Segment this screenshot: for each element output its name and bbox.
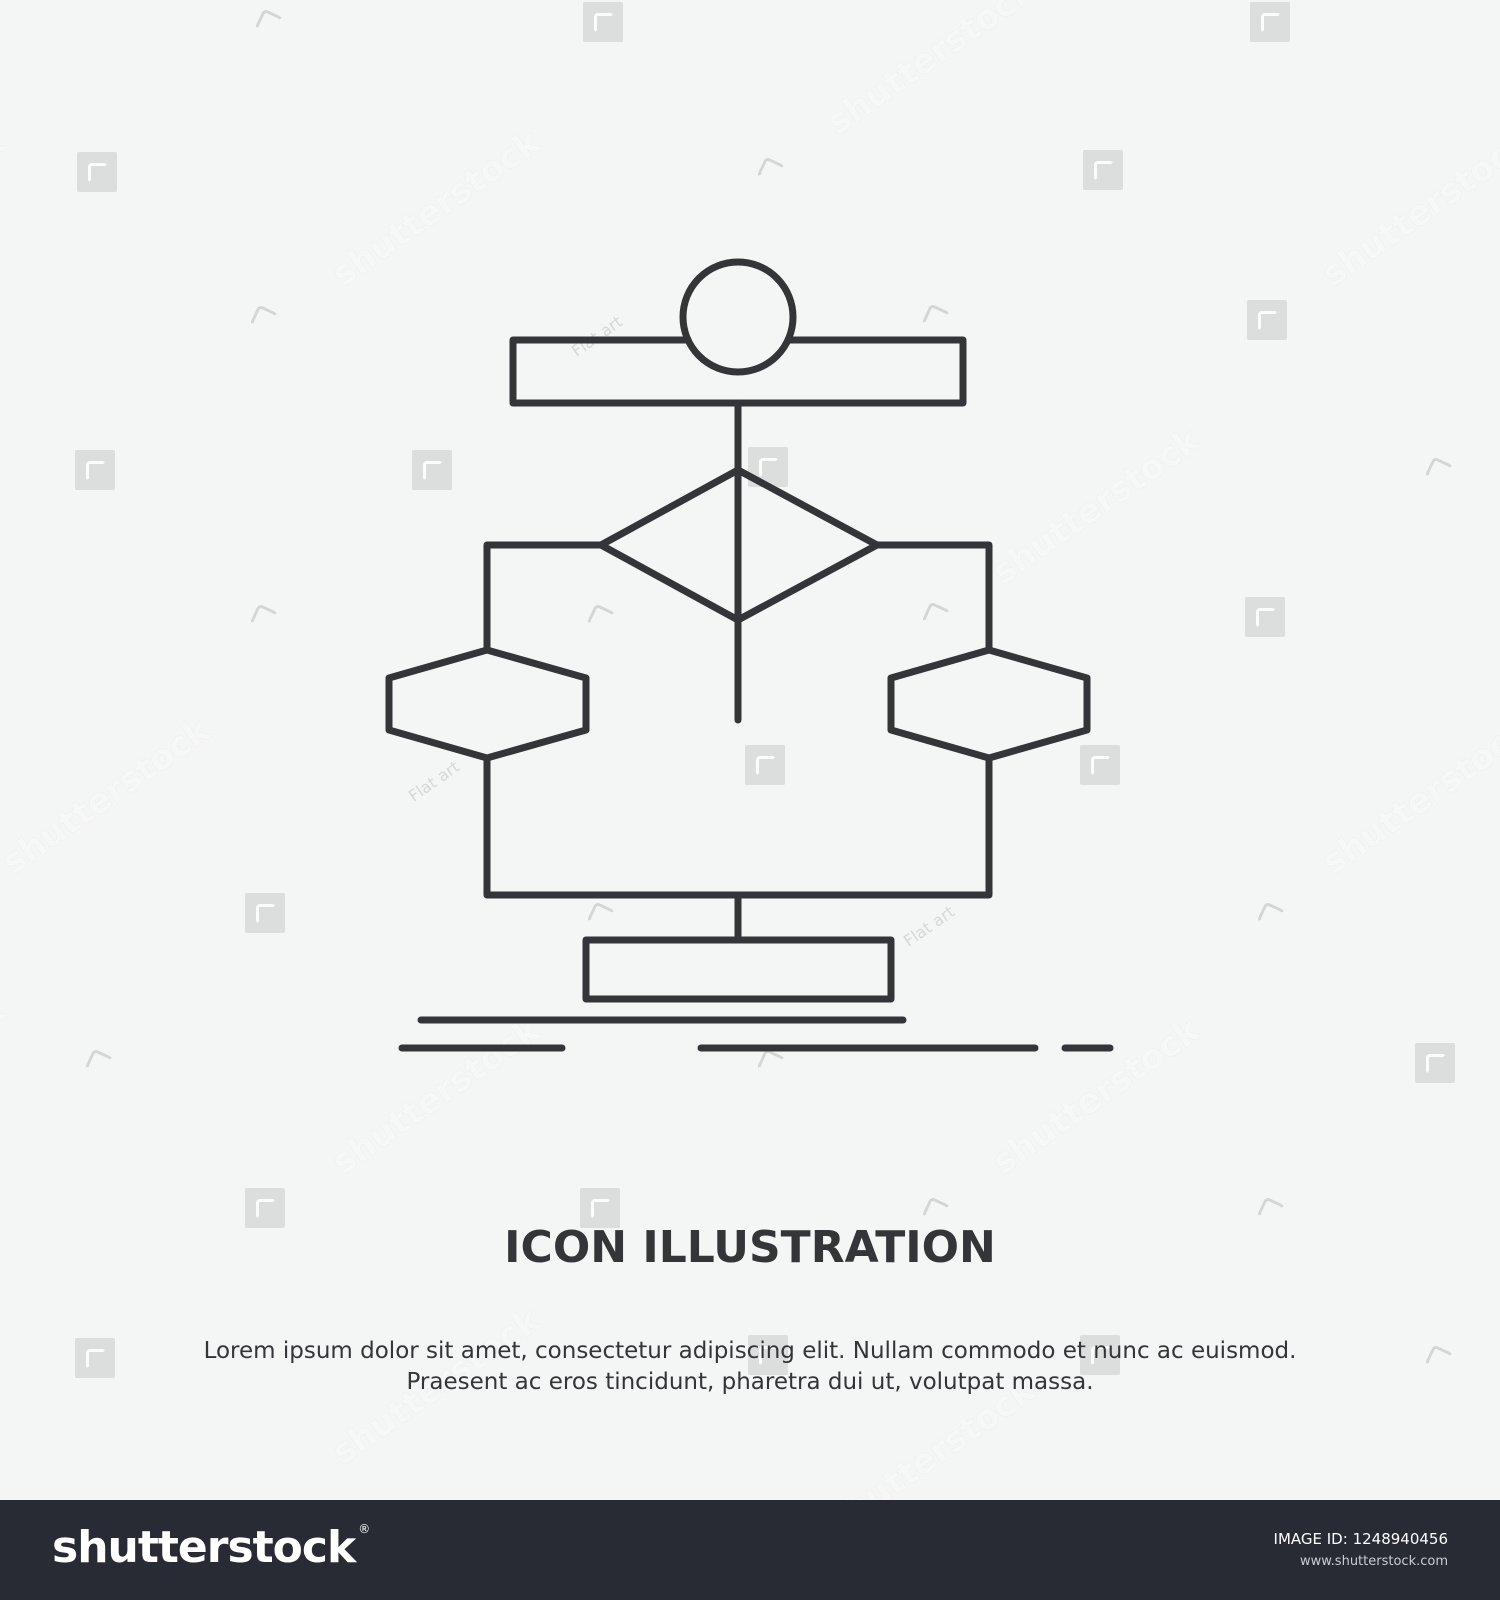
brand-name: shutterstock	[52, 1522, 356, 1573]
right-hexagon-shape	[887, 646, 1091, 762]
image-id-row: IMAGE ID: 1248940456	[1274, 1530, 1448, 1548]
illustration-title: ICON ILLUSTRATION	[504, 1222, 996, 1273]
footer-bar: shutterstock® IMAGE ID: 1248940456 www.s…	[0, 1500, 1500, 1600]
image-id-value: 1248940456	[1352, 1530, 1448, 1548]
left-hexagon-shape	[385, 646, 590, 762]
image-id-label: IMAGE ID:	[1273, 1530, 1348, 1548]
left-branch-line	[483, 541, 605, 654]
right-branch-line	[873, 541, 993, 654]
bottom-box-shape	[582, 936, 895, 1003]
illustration-description: Lorem ipsum dolor sit amet, consectetur …	[100, 1336, 1400, 1398]
decision-diamond-shape	[597, 466, 881, 624]
description-line: Lorem ipsum dolor sit amet, consectetur …	[203, 1338, 1297, 1364]
image-id-block: IMAGE ID: 1248940456 www.shutterstock.co…	[1274, 1530, 1448, 1569]
start-circle-shape	[679, 258, 797, 376]
registered-mark: ®	[358, 1522, 370, 1536]
description-line: Praesent ac eros tincidunt, pharetra dui…	[406, 1369, 1094, 1395]
brand-logo[interactable]: shutterstock®	[52, 1522, 370, 1573]
bottom-loop-line	[483, 754, 993, 899]
algorithm-flowchart-icon	[385, 258, 1114, 1052]
artboard: shutterstock shutterstock shutterstock s…	[0, 0, 1500, 1500]
site-url[interactable]: www.shutterstock.com	[1299, 1554, 1448, 1569]
